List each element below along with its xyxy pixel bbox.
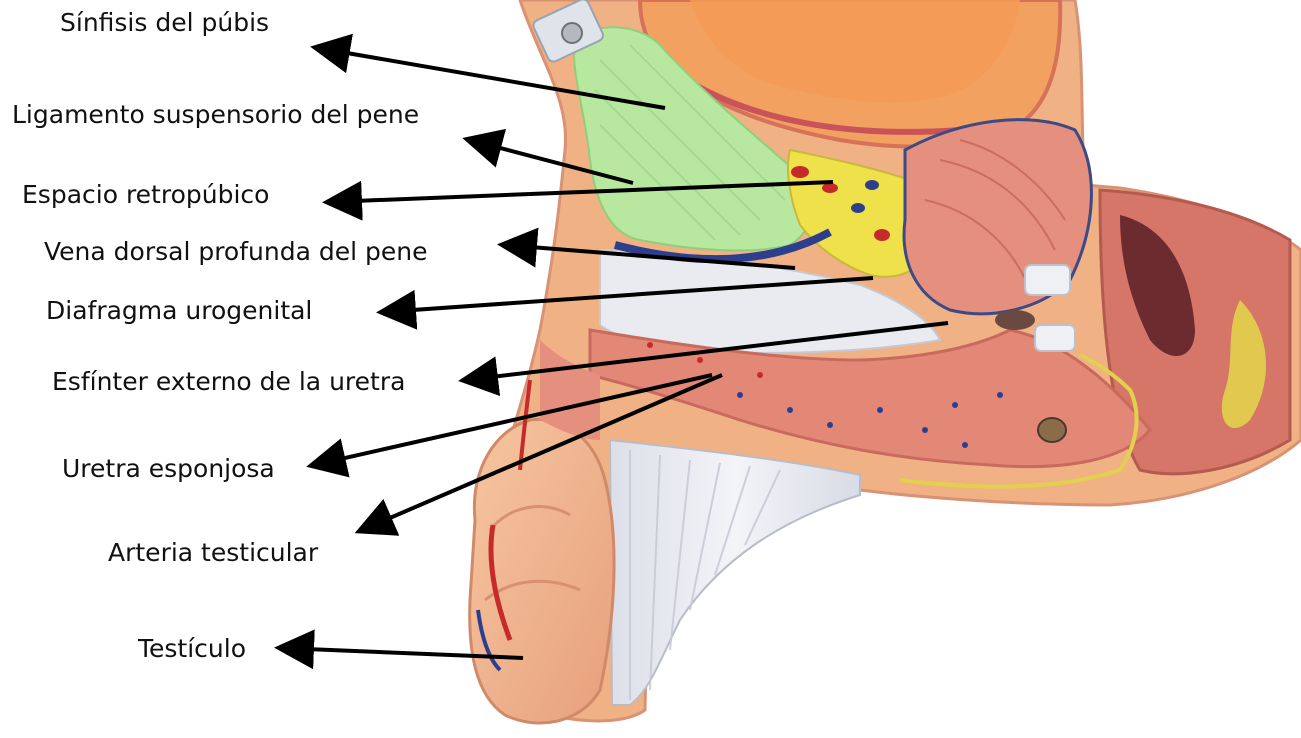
scrotum	[470, 419, 614, 723]
penile-sheath	[610, 440, 860, 705]
label-sinfisis-del-pubis: Sínfisis del púbis	[60, 8, 269, 38]
label-uretra-esponjosa: Uretra esponjosa	[62, 454, 275, 484]
label-diafragma-urogenital: Diafragma urogenital	[46, 296, 312, 326]
label-ligamento-suspensorio: Ligamento suspensorio del pene	[12, 100, 419, 130]
label-espacio-retropubico: Espacio retropúbico	[22, 180, 269, 210]
label-arteria-testicular: Arteria testicular	[108, 538, 318, 568]
label-testiculo: Testículo	[138, 634, 246, 664]
label-vena-dorsal-profunda: Vena dorsal profunda del pene	[44, 237, 427, 267]
label-esfinter-externo: Esfínter externo de la uretra	[52, 367, 405, 397]
